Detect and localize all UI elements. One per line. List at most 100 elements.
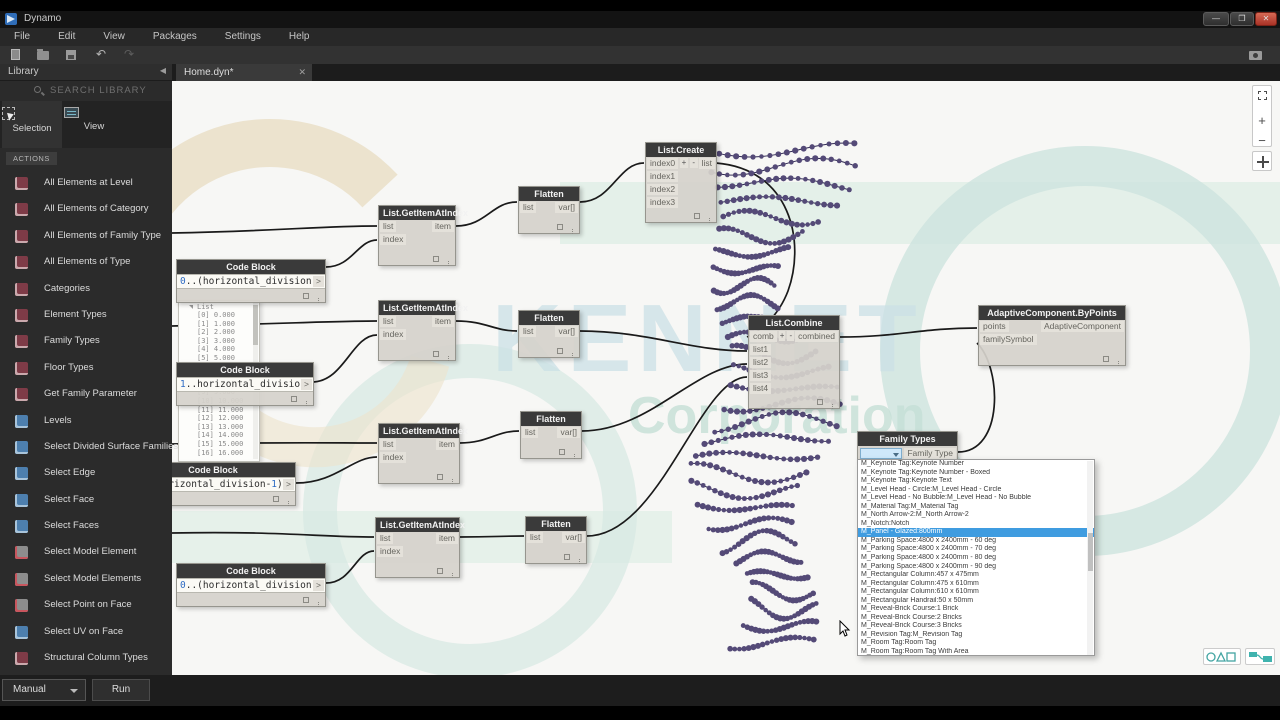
input-port[interactable]: index bbox=[377, 546, 404, 557]
node-title[interactable]: Flatten bbox=[519, 187, 579, 201]
family-type-option[interactable]: M_Reveal-Brick Course:2 Bricks bbox=[861, 613, 962, 621]
family-type-option[interactable]: M_Level Head - Circle:M_Level Head - Cir… bbox=[861, 485, 1002, 493]
input-port[interactable]: list3 bbox=[750, 370, 772, 381]
sidebar-item-all-elements-at-level[interactable]: All Elements at Level bbox=[0, 171, 172, 197]
input-port[interactable]: list bbox=[520, 326, 537, 337]
input-port[interactable]: list bbox=[520, 202, 537, 213]
restore-button[interactable]: ❐ bbox=[1230, 12, 1254, 26]
output-port[interactable]: item bbox=[431, 316, 454, 327]
run-mode-select[interactable]: Manual bbox=[2, 679, 86, 701]
remove-input-button[interactable]: - bbox=[787, 331, 795, 341]
collapse-panel-icon[interactable]: ◀ bbox=[159, 66, 166, 75]
preview-toggle-icon[interactable] bbox=[564, 554, 570, 560]
input-port[interactable]: list bbox=[380, 439, 397, 450]
family-type-option[interactable]: M_Parking Space:4800 x 2400mm - 90 deg bbox=[861, 562, 997, 570]
run-button[interactable]: Run bbox=[92, 679, 150, 701]
preview-toggle-icon[interactable] bbox=[437, 474, 443, 480]
sidebar-item-select-divided-surface-families[interactable]: Select Divided Surface Families bbox=[0, 435, 178, 461]
output-port[interactable]: Family Type bbox=[904, 447, 956, 459]
sidebar-item-select-model-element[interactable]: Select Model Element bbox=[0, 540, 172, 566]
menu-settings[interactable]: Settings bbox=[224, 31, 261, 42]
tab-home-dyn[interactable]: Home.dyn* ✕ bbox=[176, 64, 312, 81]
output-port[interactable]: item bbox=[431, 221, 454, 232]
more-options-icon[interactable] bbox=[572, 353, 573, 354]
tab-view[interactable]: View bbox=[64, 101, 124, 148]
more-options-icon[interactable] bbox=[452, 573, 453, 574]
sidebar-item-select-model-elements[interactable]: Select Model Elements bbox=[0, 567, 172, 593]
input-port[interactable]: list bbox=[377, 533, 394, 544]
minimize-button[interactable]: — bbox=[1203, 12, 1229, 26]
node-title[interactable]: List.GetItemAtIndex bbox=[379, 206, 468, 220]
node-title[interactable]: Code Block bbox=[131, 463, 295, 477]
output-port[interactable]: combined bbox=[795, 331, 838, 342]
zoom-out-button[interactable]: − bbox=[1258, 133, 1266, 148]
graph-view-button[interactable] bbox=[1245, 648, 1275, 665]
more-options-icon[interactable] bbox=[1118, 361, 1119, 362]
input-port[interactable]: familySymbol bbox=[980, 334, 1037, 345]
output-port[interactable]: > bbox=[283, 479, 294, 490]
node-title[interactable]: Code Block bbox=[177, 564, 325, 578]
node-title[interactable]: List.GetItemAtIndex bbox=[379, 301, 468, 315]
sidebar-item-family-types[interactable]: Family Types bbox=[0, 329, 172, 355]
more-options-icon[interactable] bbox=[574, 454, 575, 455]
input-port[interactable]: list bbox=[522, 427, 539, 438]
node-title[interactable]: List.GetItemAtIndex bbox=[376, 518, 465, 532]
preview-toggle-icon[interactable] bbox=[557, 224, 563, 230]
family-type-option[interactable]: M_Material Tag:M_Material Tag bbox=[861, 502, 959, 510]
family-type-option[interactable]: M_Revision Tag:M_Revision Tag bbox=[861, 630, 963, 638]
more-options-icon[interactable] bbox=[318, 602, 319, 603]
input-port[interactable]: index1 bbox=[647, 171, 679, 182]
family-type-option[interactable]: M_Keynote Tag:Keynote Number bbox=[861, 460, 964, 467]
family-type-option[interactable]: M_Level Head - No Bubble:M_Level Head - … bbox=[861, 494, 1032, 502]
node-title[interactable]: List.Combine bbox=[749, 316, 839, 330]
remove-input-button[interactable]: - bbox=[689, 158, 698, 168]
input-port[interactable]: list bbox=[527, 532, 544, 543]
family-type-option[interactable]: M_Rectangular Column:475 x 610mm bbox=[861, 579, 979, 587]
input-port[interactable]: comb bbox=[750, 331, 777, 342]
preview-toggle-icon[interactable] bbox=[817, 399, 823, 405]
more-options-icon[interactable] bbox=[288, 501, 289, 502]
menu-file[interactable]: File bbox=[14, 31, 31, 42]
node-title[interactable]: Flatten bbox=[521, 412, 581, 426]
sidebar-item-categories[interactable]: Categories bbox=[0, 277, 172, 303]
fit-view-button[interactable] bbox=[1253, 91, 1271, 111]
sidebar-item-get-family-parameter[interactable]: Get Family Parameter bbox=[0, 382, 172, 408]
code-text[interactable]: 1..horizontal_division-1; bbox=[180, 379, 302, 390]
pan-button[interactable] bbox=[1252, 151, 1272, 171]
sidebar-item-all-elements-of-family-type[interactable]: All Elements of Family Type bbox=[0, 224, 172, 250]
output-port[interactable]: > bbox=[313, 580, 324, 591]
family-type-option[interactable]: M_Room Tag:Room Tag With Area bbox=[861, 648, 969, 656]
more-options-icon[interactable] bbox=[452, 479, 453, 480]
more-options-icon[interactable] bbox=[579, 559, 580, 560]
sidebar-item-levels[interactable]: Levels bbox=[0, 409, 172, 435]
family-type-option[interactable]: M_Reveal-Brick Course:1 Brick bbox=[861, 605, 959, 613]
input-port[interactable]: index2 bbox=[647, 184, 679, 195]
output-port[interactable]: item bbox=[435, 439, 458, 450]
node-title[interactable]: List.Create bbox=[646, 143, 716, 157]
preview-toggle-icon[interactable] bbox=[694, 213, 700, 219]
node-family-types[interactable]: Family Types Family Type bbox=[857, 431, 958, 461]
node-title[interactable]: Flatten bbox=[519, 311, 579, 325]
redo-button[interactable]: ↷ bbox=[123, 47, 135, 61]
zoom-in-button[interactable]: + bbox=[1258, 113, 1266, 128]
output-port[interactable]: list bbox=[698, 158, 715, 169]
input-port[interactable]: index bbox=[380, 329, 407, 340]
output-port[interactable]: var[] bbox=[557, 427, 580, 438]
input-port[interactable]: list1 bbox=[750, 344, 772, 355]
new-file-button[interactable] bbox=[6, 48, 24, 62]
output-port[interactable]: > bbox=[301, 379, 312, 390]
menu-view[interactable]: View bbox=[103, 31, 125, 42]
node-title[interactable]: AdaptiveComponent.ByPoints bbox=[979, 306, 1125, 320]
preview-toggle-icon[interactable] bbox=[433, 351, 439, 357]
input-port[interactable]: index0 bbox=[647, 158, 679, 169]
menu-edit[interactable]: Edit bbox=[58, 31, 76, 42]
preview-toggle-icon[interactable] bbox=[291, 396, 297, 402]
output-port[interactable]: var[] bbox=[562, 532, 585, 543]
output-port[interactable]: var[] bbox=[555, 326, 578, 337]
preview-toggle-icon[interactable] bbox=[437, 568, 443, 574]
